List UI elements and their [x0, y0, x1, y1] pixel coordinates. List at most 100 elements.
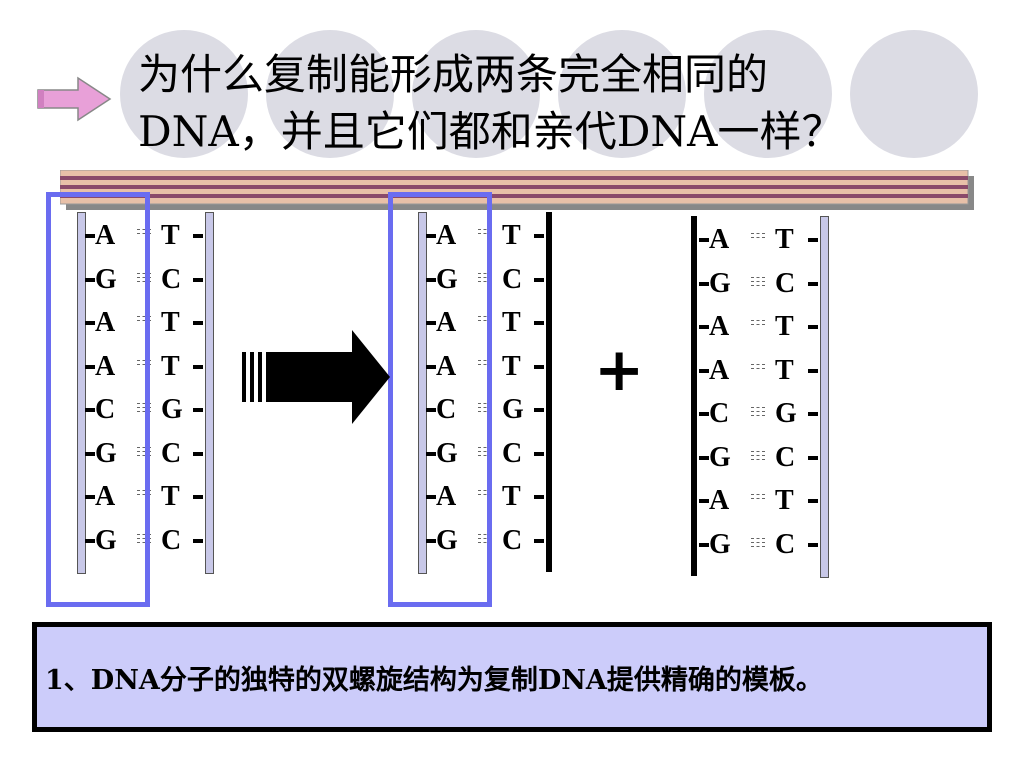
right-connector: [193, 451, 203, 456]
right-base: C: [161, 437, 182, 469]
right-base: C: [502, 263, 523, 295]
right-connector: [193, 321, 203, 325]
right-base: T: [502, 220, 521, 251]
hydrogen-bonds: [137, 446, 151, 459]
left-connector: [426, 451, 436, 456]
left-connector: [426, 321, 436, 325]
right-base: T: [161, 481, 180, 512]
left-base: A: [709, 485, 730, 516]
left-connector: [699, 499, 709, 503]
right-base: G: [775, 398, 797, 429]
hydrogen-bonds: [137, 403, 151, 415]
right-strand: [546, 212, 552, 572]
right-connector: [808, 281, 818, 286]
right-base: T: [502, 307, 521, 338]
hydrogen-bonds: [751, 450, 765, 463]
block-arrow-icon: [242, 330, 390, 424]
left-connector: [85, 277, 95, 282]
decorative-rule: [60, 170, 974, 210]
hydrogen-bonds: [137, 316, 151, 324]
right-connector: [534, 277, 544, 282]
decorative-circle: [704, 30, 832, 158]
hydrogen-bonds: [137, 533, 151, 546]
page-title: 为什么复制能形成两条完全相同的 DNA，并且它们都和亲代DNA一样？: [138, 46, 844, 160]
left-strand: [691, 216, 697, 576]
left-base: A: [95, 307, 116, 338]
right-connector: [534, 495, 544, 499]
right-connector: [808, 412, 818, 416]
caption-box: 1、DNA分子的独特的双螺旋结构为复制DNA提供精确的模板。: [32, 622, 992, 732]
hydrogen-bonds: [751, 363, 765, 372]
left-base: G: [709, 267, 731, 299]
right-base: G: [161, 394, 183, 425]
left-connector: [426, 234, 436, 238]
right-strand: [205, 212, 214, 574]
right-connector: [808, 542, 818, 547]
right-base: C: [775, 267, 796, 299]
hydrogen-bonds: [478, 403, 492, 415]
pink-arrow-icon: [37, 76, 112, 122]
right-connector: [534, 538, 544, 543]
left-base: G: [709, 441, 731, 473]
right-connector: [193, 408, 203, 412]
right-base: T: [775, 224, 794, 255]
hydrogen-bonds: [478, 229, 492, 237]
hydrogen-bonds: [478, 316, 492, 324]
left-base: A: [95, 350, 116, 382]
right-base: G: [502, 394, 524, 425]
left-base: A: [436, 481, 457, 512]
left-connector: [85, 364, 95, 369]
template-strand-highlight: [388, 192, 492, 607]
left-connector: [85, 538, 95, 543]
left-base: C: [709, 398, 730, 429]
left-connector: [426, 538, 436, 543]
right-base: T: [775, 485, 794, 516]
right-base: C: [775, 528, 796, 560]
right-base: T: [161, 220, 180, 251]
plus-sign: +: [594, 335, 645, 405]
right-base: T: [775, 311, 794, 342]
left-connector: [85, 234, 95, 238]
left-connector: [699, 412, 709, 416]
hydrogen-bonds: [751, 407, 765, 419]
hydrogen-bonds: [137, 359, 151, 368]
left-base: A: [709, 311, 730, 342]
left-connector: [85, 451, 95, 456]
right-base: C: [502, 437, 523, 469]
template-strand-highlight: [46, 192, 150, 607]
hydrogen-bonds: [137, 272, 151, 285]
hydrogen-bonds: [478, 446, 492, 459]
left-connector: [85, 408, 95, 412]
hydrogen-bonds: [137, 229, 151, 237]
right-connector: [193, 495, 203, 499]
left-connector: [426, 277, 436, 282]
hydrogen-bonds: [478, 533, 492, 546]
left-base: C: [95, 394, 116, 425]
right-connector: [808, 499, 818, 503]
right-connector: [534, 321, 544, 325]
left-connector: [426, 364, 436, 369]
hydrogen-bonds: [478, 490, 492, 498]
right-base: C: [161, 524, 182, 556]
title-line-2: DNA，并且它们都和亲代DNA一样？: [138, 107, 844, 156]
decorative-circle: [266, 30, 394, 158]
hydrogen-bonds: [751, 276, 765, 289]
right-connector: [193, 364, 203, 369]
left-connector: [699, 542, 709, 547]
right-connector: [808, 455, 818, 460]
hydrogen-bonds: [751, 233, 765, 241]
left-base: A: [95, 220, 116, 251]
right-connector: [534, 364, 544, 369]
hydrogen-bonds: [478, 272, 492, 285]
right-connector: [808, 325, 818, 329]
right-base: T: [502, 350, 521, 382]
caption-text: 1、DNA分子的独特的双螺旋结构为复制DNA提供精确的模板。: [45, 664, 823, 696]
right-connector: [193, 234, 203, 238]
left-base: A: [709, 354, 730, 386]
right-connector: [808, 368, 818, 373]
right-connector: [534, 234, 544, 238]
right-connector: [534, 451, 544, 456]
left-base: G: [95, 263, 117, 295]
hydrogen-bonds: [751, 494, 765, 502]
right-connector: [193, 538, 203, 543]
